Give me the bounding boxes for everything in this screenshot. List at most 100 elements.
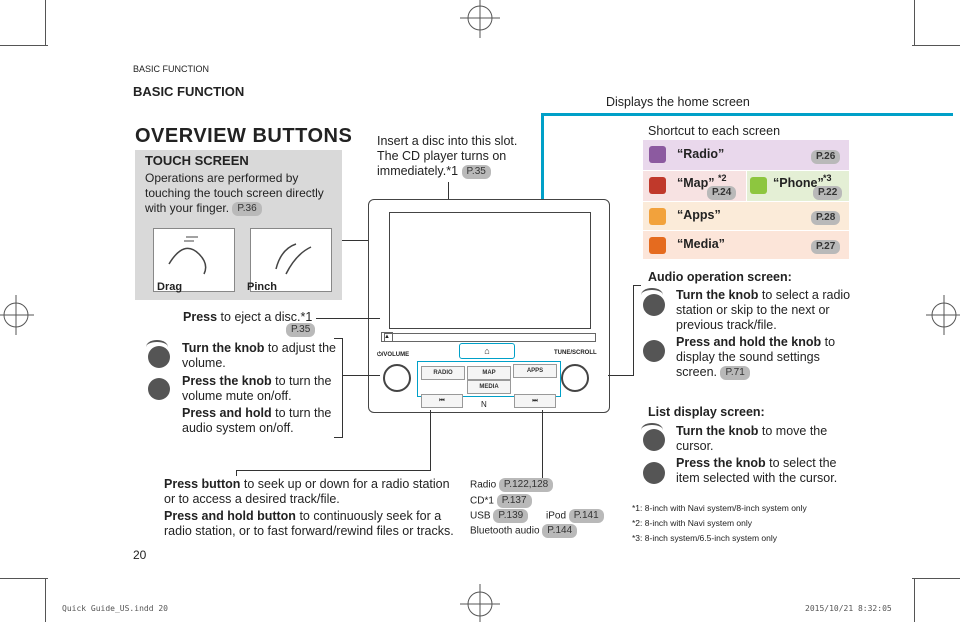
drag-label: Drag xyxy=(157,281,183,293)
ref-badge: P.137 xyxy=(496,494,532,508)
source-radio: Radio P.122,128 xyxy=(470,478,554,492)
touch-desc: Operations are performed by touching the… xyxy=(145,171,340,216)
crop-mark xyxy=(0,578,48,579)
list-title: List display screen: xyxy=(648,405,765,419)
ref-badge: P.35 xyxy=(286,323,316,337)
registration-mark-bottom xyxy=(460,584,500,622)
source-usb: USB P.139 xyxy=(470,509,529,523)
seek-press-note: Press button to seek up or down for a ra… xyxy=(164,477,464,507)
seek-forward-button[interactable]: ⏭ xyxy=(514,394,556,408)
registration-mark-right xyxy=(926,295,960,335)
shortcut-title: Shortcut to each screen xyxy=(648,124,781,138)
volume-hold-note: Press and hold to turn the audio system … xyxy=(182,406,342,436)
shortcut-map-sup: *2 xyxy=(718,173,727,183)
crop-mark xyxy=(45,0,46,45)
footnotes: *1: 8-inch with Navi system/8-inch syste… xyxy=(632,501,807,546)
volume-turn-bold: Turn the knob xyxy=(182,341,265,355)
nfc-icon: N xyxy=(481,400,487,409)
shortcut-phone: “Phone” *3 P.22 xyxy=(747,171,849,201)
pinch-label: Pinch xyxy=(247,281,277,293)
seek-hold-bold: Press and hold button xyxy=(164,509,296,523)
registration-mark-left xyxy=(0,295,34,335)
page-number: 20 xyxy=(133,548,147,562)
print-file-info: Quick Guide_US.indd 20 xyxy=(62,604,168,613)
leader-line xyxy=(342,375,380,376)
page-title: OVERVIEW BUTTONS xyxy=(135,125,353,147)
list-turn-text: to move the cursor. xyxy=(676,424,828,453)
map-button[interactable]: MAP xyxy=(467,366,511,380)
section-label: BASIC FUNCTION xyxy=(133,64,210,74)
volume-label: ⏻/VOLUME xyxy=(377,352,410,358)
source-usb-label: USB xyxy=(470,510,491,522)
ref-badge: P.24 xyxy=(707,186,737,200)
crop-mark xyxy=(914,578,915,622)
seek-hold-text: to continuously seek for a radio station… xyxy=(164,509,454,538)
media-icon xyxy=(649,237,666,254)
radio-button[interactable]: RADIO xyxy=(421,366,465,380)
volume-turn-text: to adjust the volume. xyxy=(182,341,336,370)
tune-scroll-knob[interactable] xyxy=(561,364,589,392)
ref-badge: P.28 xyxy=(811,211,841,225)
shortcut-media-label: “Media” xyxy=(677,237,725,251)
insert-disc-note: Insert a disc into this slot. The CD pla… xyxy=(377,134,527,179)
seek-press-text: to seek up or down for a radio station o… xyxy=(164,477,450,506)
audio-title: Audio operation screen: xyxy=(648,270,792,284)
section-title: BASIC FUNCTION xyxy=(133,84,245,99)
turn-knob-icon xyxy=(146,340,168,354)
tune-label: TUNE/SCROLL xyxy=(554,350,597,356)
source-radio-label: Radio xyxy=(470,479,497,491)
volume-hold-bold: Press and hold xyxy=(182,406,272,420)
volume-knob[interactable] xyxy=(383,364,411,392)
map-icon xyxy=(649,177,666,194)
disc-slot[interactable] xyxy=(384,333,596,342)
turn-knob-icon xyxy=(643,294,665,316)
volume-turn-note: Turn the knob to adjust the volume. xyxy=(182,341,342,371)
list-turn-bold: Turn the knob xyxy=(676,424,759,438)
audio-hold-note: Press and hold the knob to display the s… xyxy=(676,335,856,380)
turn-knob-icon xyxy=(148,346,170,368)
audio-hold-bold: Press and hold the knob xyxy=(676,335,822,349)
list-press-text: to select the item selected with the cur… xyxy=(676,456,838,485)
eject-button[interactable]: ▲ xyxy=(381,332,393,342)
source-ipod-label: iPod xyxy=(546,510,567,522)
ref-badge: P.27 xyxy=(811,240,841,254)
source-ipod: iPod P.141 xyxy=(546,509,604,523)
media-button[interactable]: MEDIA xyxy=(467,380,511,394)
ref-badge: P.122,128 xyxy=(498,478,554,492)
footnote: *2: 8-inch with Navi system only xyxy=(632,518,752,528)
ref-badge: P.141 xyxy=(568,509,604,523)
touch-screen-panel: TOUCH SCREEN Operations are performed by… xyxy=(135,150,342,300)
ref-badge: P.71 xyxy=(720,365,750,380)
bracket-line xyxy=(633,285,634,375)
audio-turn-bold: Turn the knob xyxy=(676,288,759,302)
audio-turn-note: Turn the knob to select a radio station … xyxy=(676,288,856,333)
display-screen[interactable] xyxy=(389,212,591,329)
apps-button[interactable]: APPS xyxy=(513,364,557,378)
list-press-bold: Press the knob xyxy=(676,456,766,470)
ref-badge: P.22 xyxy=(813,186,843,200)
seek-back-button[interactable]: ⏮ xyxy=(421,394,463,408)
phone-icon xyxy=(750,177,767,194)
audio-turn-text: to select a radio station or skip to the… xyxy=(676,288,851,332)
bracket-line xyxy=(334,437,343,438)
leader-line xyxy=(542,410,543,480)
drag-illustration xyxy=(153,228,235,292)
registration-mark-top xyxy=(460,0,500,38)
list-turn-note: Turn the knob to move the cursor. xyxy=(676,424,846,454)
shortcut-buttons-frame xyxy=(417,361,561,397)
turn-knob-icon xyxy=(641,288,663,302)
ref-badge: P.35 xyxy=(461,164,491,179)
leader-line xyxy=(430,410,431,470)
shortcut-radio-label: “Radio” xyxy=(677,147,725,161)
ref-badge: P.139 xyxy=(493,509,529,523)
home-button[interactable]: ⌂ xyxy=(459,343,515,359)
radio-icon xyxy=(649,146,666,163)
bracket-line xyxy=(633,285,641,286)
source-bt-label: Bluetooth audio xyxy=(470,525,540,537)
apps-icon xyxy=(649,208,666,225)
list-press-note: Press the knob to select the item select… xyxy=(676,456,846,486)
press-knob-icon xyxy=(643,462,665,484)
leader-line xyxy=(316,318,380,319)
crop-mark xyxy=(0,45,48,46)
crop-mark xyxy=(912,45,960,46)
